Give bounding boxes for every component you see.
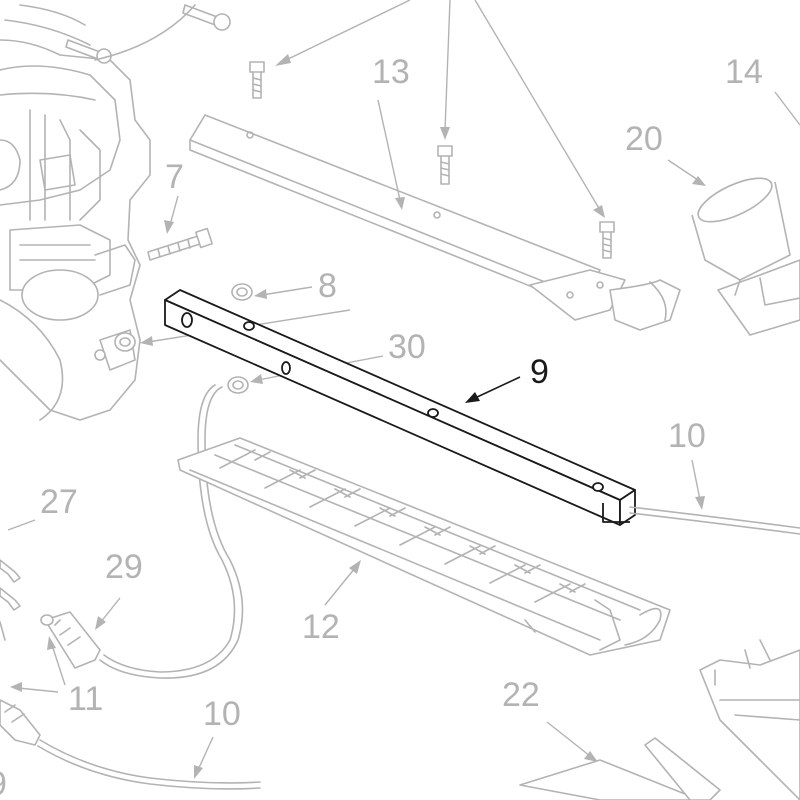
label-27: 27 bbox=[40, 483, 78, 521]
part-13-top-rail bbox=[189, 114, 681, 331]
label-10-right: 10 bbox=[668, 417, 706, 455]
label-29: 29 bbox=[105, 548, 143, 586]
label-9-edge: 9 bbox=[0, 765, 7, 800]
screw-rail-3 bbox=[599, 221, 615, 259]
part-29-connector bbox=[40, 611, 101, 669]
curve-top-left bbox=[94, 4, 196, 61]
label-12: 12 bbox=[302, 608, 340, 646]
label-22: 22 bbox=[502, 676, 540, 714]
part-9-square-tube bbox=[164, 289, 636, 526]
part-8-bushing bbox=[231, 283, 253, 301]
label-20: 20 bbox=[625, 120, 663, 158]
label-10-lower: 10 bbox=[203, 695, 241, 733]
screw-top-left-a bbox=[182, 4, 231, 31]
part-22-plate bbox=[519, 737, 721, 800]
label-13: 13 bbox=[372, 53, 410, 91]
part-12-base-rack bbox=[177, 437, 671, 656]
screw-rail-1 bbox=[249, 61, 265, 99]
label-8: 8 bbox=[318, 267, 337, 305]
part-10-cable-lower bbox=[37, 739, 261, 790]
part-10-cable-right bbox=[629, 506, 800, 535]
screw-top-left-b bbox=[65, 39, 112, 64]
label-30: 30 bbox=[388, 328, 426, 366]
label-7: 7 bbox=[165, 158, 184, 196]
bracket-lower-right bbox=[699, 639, 800, 800]
label-14: 14 bbox=[725, 53, 763, 91]
part-30-grommet bbox=[227, 376, 249, 394]
part-11-plug bbox=[0, 699, 41, 746]
screw-rail-2 bbox=[437, 145, 453, 185]
bushing-left bbox=[114, 332, 136, 352]
label-9: 9 bbox=[530, 353, 549, 391]
part-27-screws bbox=[0, 559, 21, 611]
machine-body-left bbox=[0, 4, 151, 421]
part-7-screw bbox=[147, 227, 213, 261]
part-10-cable-left bbox=[99, 384, 244, 679]
label-11: 11 bbox=[68, 680, 103, 718]
part-20-knob bbox=[691, 177, 800, 336]
